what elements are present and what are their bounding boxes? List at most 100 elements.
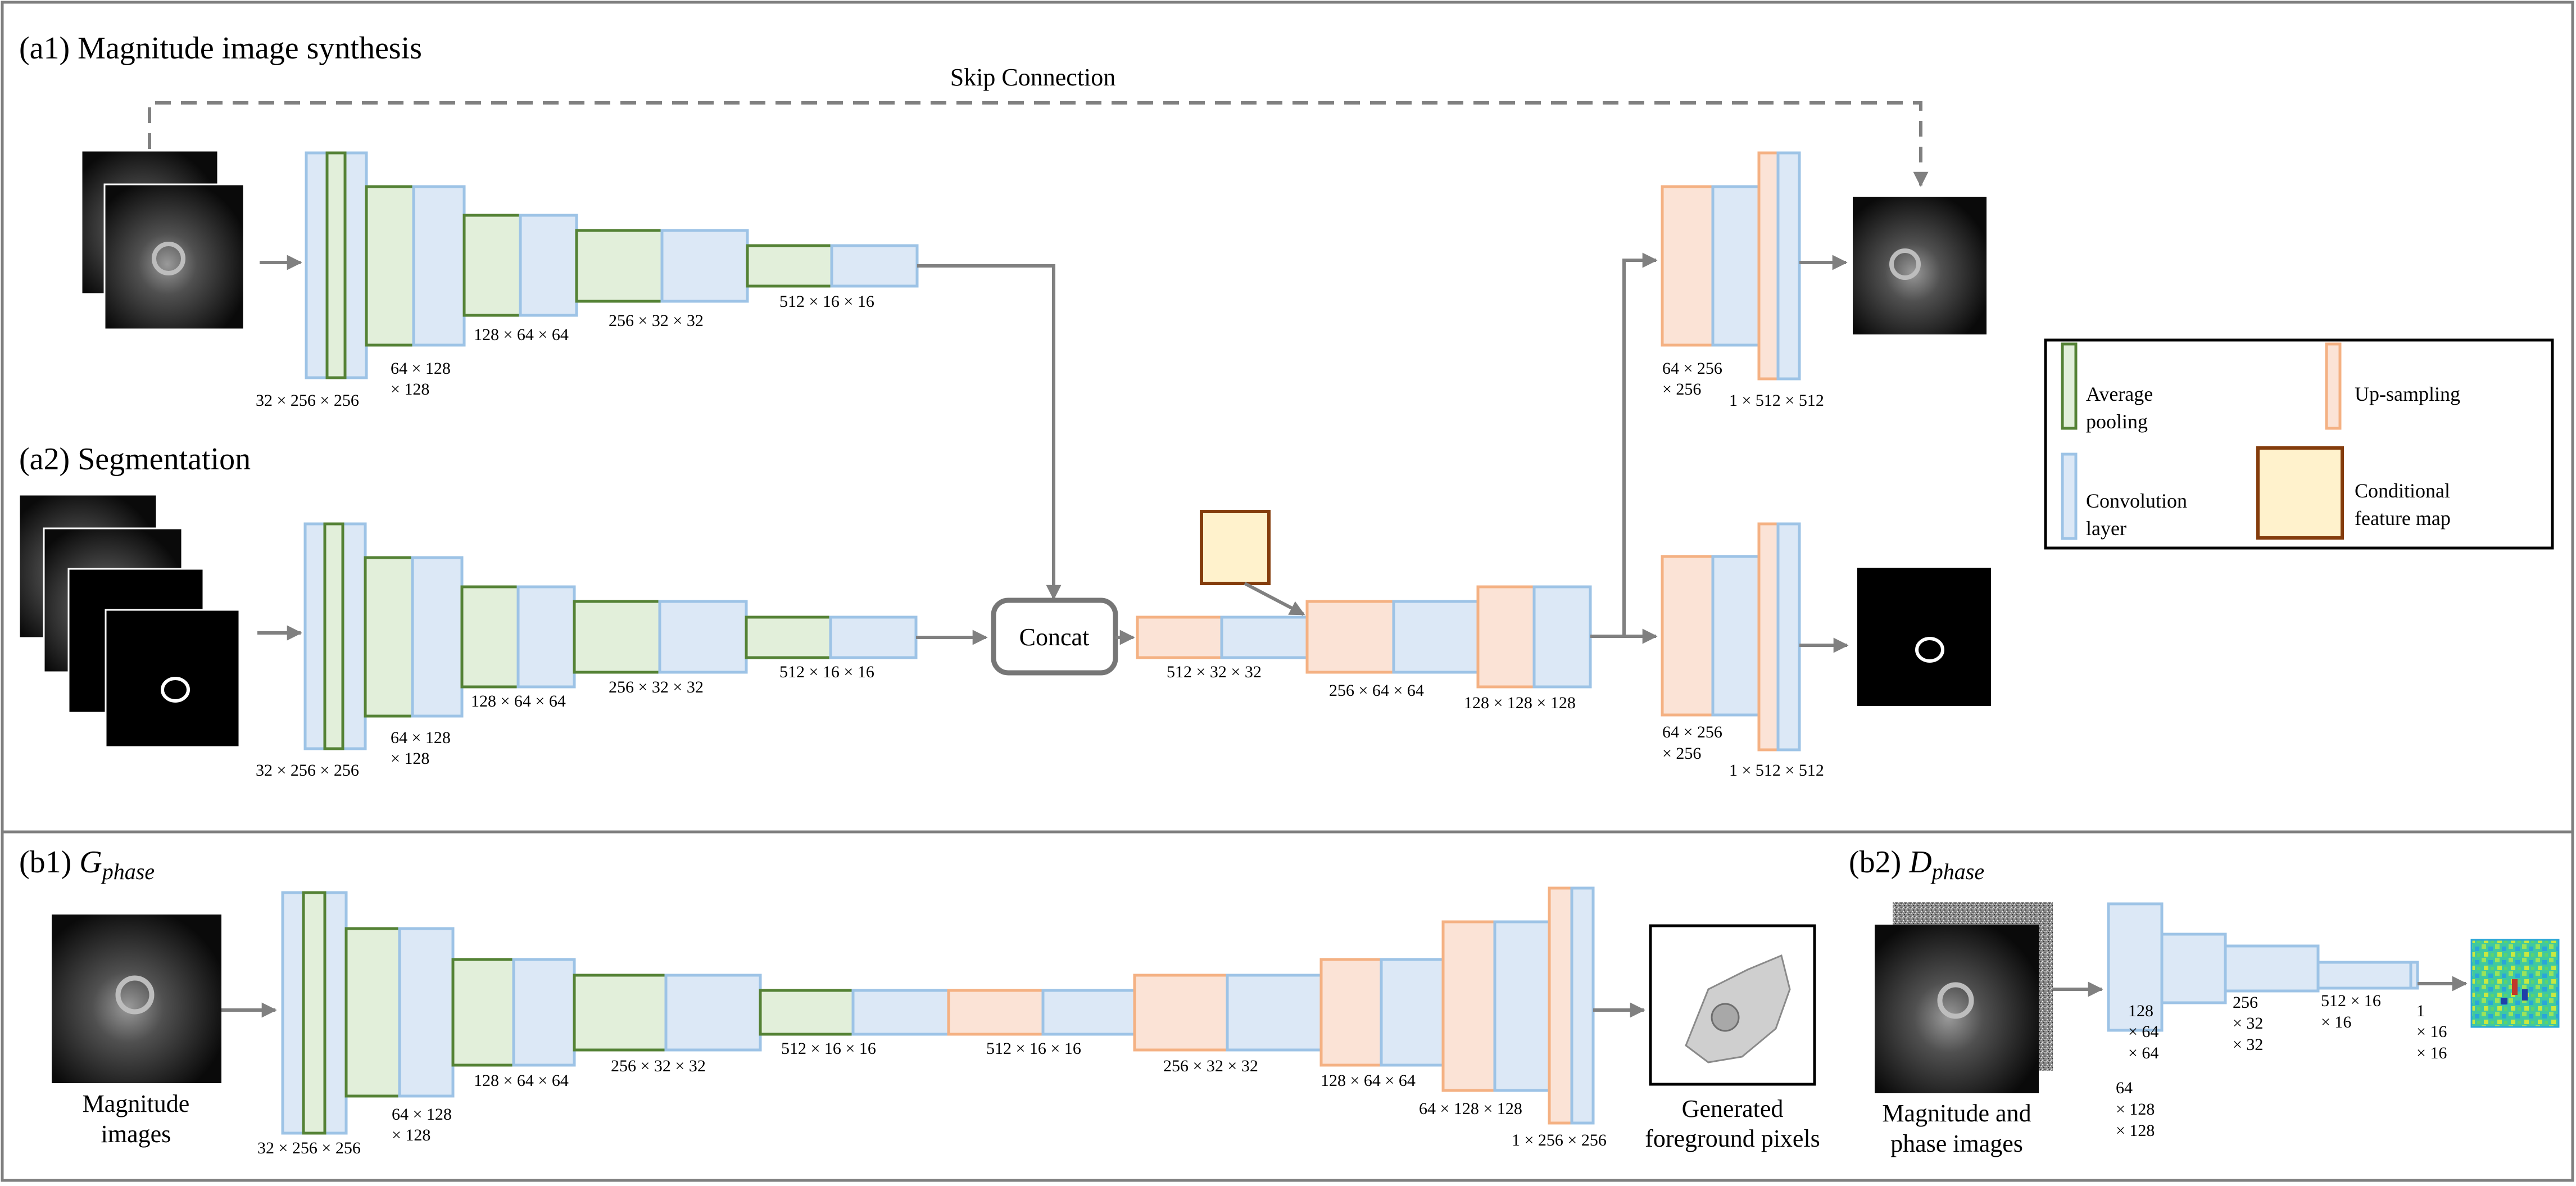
dim-label: 512 × 16	[2321, 992, 2381, 1010]
b2-input-caption-2: phase images	[1890, 1130, 2023, 1157]
legend-swatch-avg-pool	[2061, 342, 2078, 430]
conv-layer	[1493, 920, 1551, 1092]
dim-label: 256 × 32 × 32	[1163, 1057, 1258, 1075]
conv-layer	[1532, 585, 1592, 689]
dim-label: 128 × 64 × 64	[1321, 1071, 1416, 1090]
conv-layer	[658, 600, 748, 674]
conv-layer	[829, 615, 918, 659]
dim-label: 256	[2233, 993, 2258, 1012]
b2-input-images	[1875, 902, 2053, 1093]
dim-label: 32 × 256 × 256	[256, 391, 359, 410]
up-layer	[1757, 522, 1780, 752]
conv-layer	[516, 585, 576, 689]
dim-label: × 256	[1662, 744, 1701, 763]
a1-encoder	[305, 151, 919, 379]
dim-label: 256 × 32 × 32	[609, 678, 704, 696]
legend-swatch-cond	[2256, 446, 2344, 540]
pool-layer	[573, 974, 668, 1052]
pool-layer	[302, 891, 326, 1135]
pool-layer	[364, 556, 414, 718]
conv-layer	[2409, 961, 2419, 990]
conv-layer	[851, 989, 950, 1036]
a2-encoder	[303, 522, 918, 750]
pool-layer	[325, 151, 347, 379]
a1-output-head	[1661, 151, 1801, 381]
legend-label-cond-2: feature map	[2355, 507, 2451, 529]
conv-layer	[412, 185, 466, 347]
a2-output-mask	[1857, 568, 1991, 706]
dim-label: × 128	[391, 380, 429, 399]
panel-b2-title: (b2) Dphase	[1849, 845, 1984, 884]
up-layer	[947, 989, 1045, 1036]
pool-layer	[746, 244, 833, 288]
dim-label: 512 × 16 × 16	[781, 1039, 876, 1058]
conv-layer	[664, 974, 762, 1052]
conv-layer	[2107, 902, 2164, 1032]
up-layer	[1661, 185, 1715, 347]
b2-input-caption: Magnitude and	[1882, 1099, 2031, 1127]
pool-layer	[451, 958, 515, 1067]
legend-label-conv-2: layer	[2086, 517, 2126, 540]
b1-output-image	[1649, 924, 1816, 1086]
dim-label: × 32	[2233, 1035, 2263, 1054]
conv-layer	[1392, 600, 1480, 674]
conv-layer	[1041, 989, 1136, 1036]
dim-label: 256 × 32 × 32	[609, 311, 704, 330]
conv-layer	[1220, 615, 1309, 659]
concat-label: Concat	[1019, 623, 1090, 651]
conv-layer	[830, 244, 919, 288]
dim-label: 128 × 64 × 64	[474, 325, 569, 344]
dim-label: × 64	[2128, 1022, 2158, 1041]
legend-label-avg-pool: Average	[2086, 383, 2153, 405]
dim-label: 64 × 128	[391, 728, 451, 747]
pool-layer	[462, 214, 522, 317]
dim-label: 512 × 16 × 16	[779, 663, 874, 681]
dim-label: 512 × 16 × 16	[779, 292, 874, 311]
conv-layer	[660, 229, 749, 303]
legend-label-upsampling: Up-sampling	[2355, 383, 2460, 405]
conv-layer	[2224, 944, 2320, 993]
a1-output-image	[1853, 197, 1987, 334]
dim-label: × 128	[2116, 1121, 2155, 1140]
dim-label: 64 × 256	[1662, 723, 1722, 741]
conv-layer	[411, 556, 464, 718]
legend: Average pooling Up-sampling Convolution …	[2044, 338, 2554, 550]
pool-layer	[745, 615, 832, 659]
dim-label: 256 × 32 × 32	[611, 1057, 706, 1075]
dim-label: × 16	[2416, 1022, 2447, 1041]
pool-layer	[344, 927, 401, 1098]
b1-input-image	[52, 915, 221, 1083]
dim-label: × 256	[1662, 380, 1701, 399]
pool-layer	[575, 229, 664, 303]
dim-label: 64 × 256	[1662, 359, 1722, 378]
b1-input-caption: Magnitude	[83, 1090, 190, 1117]
up-layer	[1441, 920, 1496, 1092]
dim-label: 1 × 512 × 512	[1729, 391, 1824, 410]
panel-b1-title: (b1) Gphase	[19, 845, 155, 884]
b2-discriminator	[2107, 902, 2419, 1032]
conv-layer	[1776, 522, 1801, 752]
conv-layer	[512, 958, 576, 1067]
b1-input-caption-2: images	[101, 1120, 171, 1148]
dim-label: 128 × 64 × 64	[471, 692, 566, 710]
decoder	[1136, 585, 1592, 689]
legend-label-conv: Convolution	[2086, 490, 2187, 512]
dim-label: 32 × 256 × 256	[256, 761, 359, 780]
dim-label: 128 × 64 × 64	[474, 1071, 569, 1090]
conv-layer	[398, 927, 455, 1098]
up-layer	[1319, 958, 1383, 1067]
panel-a1-title: (a1) Magnitude image synthesis	[19, 31, 422, 66]
skip-connection-arrow	[148, 101, 1929, 187]
dim-label: 1 × 256 × 256	[1512, 1131, 1607, 1149]
up-layer	[1661, 555, 1715, 717]
conv-layer	[1570, 886, 1595, 1125]
conv-layer	[1711, 555, 1761, 717]
up-layer	[1757, 151, 1780, 381]
pool-layer	[573, 600, 661, 674]
b1-generator	[281, 886, 1595, 1135]
dim-label: 64 × 128	[391, 359, 451, 378]
up-layer	[1476, 585, 1536, 689]
panel-b-frame	[1, 830, 2574, 1182]
conv-layer	[1711, 185, 1761, 347]
